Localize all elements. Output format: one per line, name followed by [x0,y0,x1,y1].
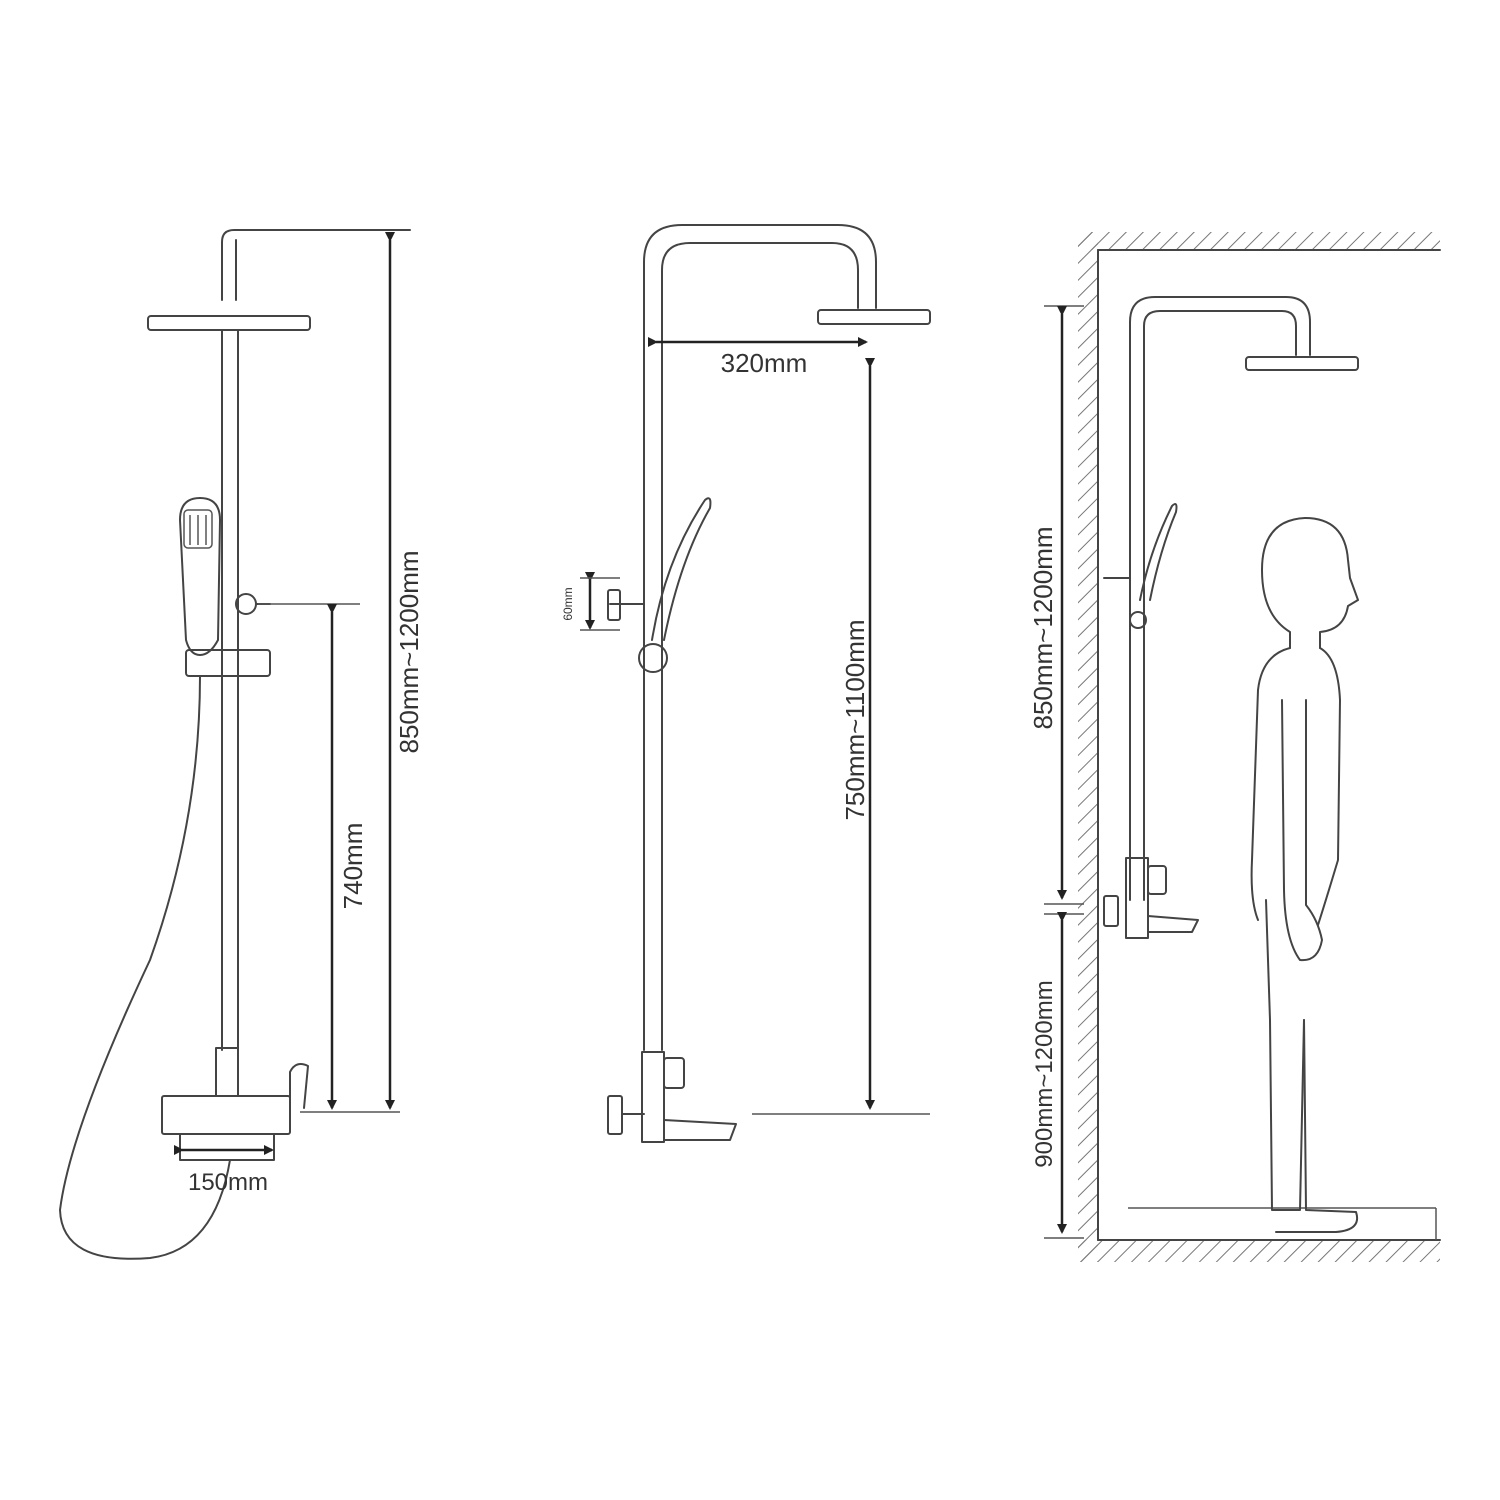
right-install-height-label: 900mm~1200mm [1031,980,1058,1167]
middle-rain-head-icon [817,309,931,325]
ceiling-hatch [1078,232,1440,250]
left-total-height-dimension: 850mm~1200mm [300,232,424,1113]
middle-arm-reach-dimension: 320mm [648,337,868,378]
left-total-height-label: 850mm~1200mm [394,550,424,753]
middle-column-height-label: 750mm~1100mm [840,619,870,820]
middle-view: 60mm 320mm 750mm~1100mm [561,224,931,1143]
left-hose-icon [59,675,231,1260]
right-shower-column [1129,296,1311,901]
wall-hatch [1078,232,1098,1262]
left-valve-height-dimension: 740mm [258,603,368,1110]
person-silhouette-icon [1250,517,1359,1233]
right-view: 850mm~1200mm 900mm~1200mm [1028,232,1441,1262]
middle-mixer-valve-icon [607,1051,737,1143]
left-valve-height-label: 740mm [338,823,368,910]
floor-hatch [1078,1240,1440,1262]
right-rain-head-icon [1245,356,1359,371]
left-valve-width-label: 150mm [188,1169,268,1196]
left-shower-column [221,229,411,1051]
left-rain-head-icon [147,315,311,331]
middle-hand-shower-icon [638,497,712,673]
right-column-height-dimension: 850mm~1200mm [1028,305,1084,905]
left-valve-width-dimension: 150mm [174,1145,274,1196]
right-mixer-valve-icon [1103,857,1199,939]
right-install-height-dimension: 900mm~1200mm [1031,912,1084,1239]
middle-bracket-size-dimension: 60mm [561,572,620,631]
middle-bracket-size-label: 60mm [561,587,575,620]
right-hand-shower-icon [1103,503,1178,629]
middle-arm-reach-label: 320mm [721,348,808,378]
right-column-height-label: 850mm~1200mm [1028,526,1058,729]
left-view: 850mm~1200mm 740mm 150mm [59,229,424,1260]
middle-wall-bracket-icon [607,589,645,621]
left-hand-shower-icon [179,497,221,656]
left-mixer-valve-icon [161,1047,309,1161]
middle-shower-column [643,224,877,1051]
left-slide-bracket-icon [185,593,271,677]
middle-column-height-dimension: 750mm~1100mm [752,358,930,1115]
